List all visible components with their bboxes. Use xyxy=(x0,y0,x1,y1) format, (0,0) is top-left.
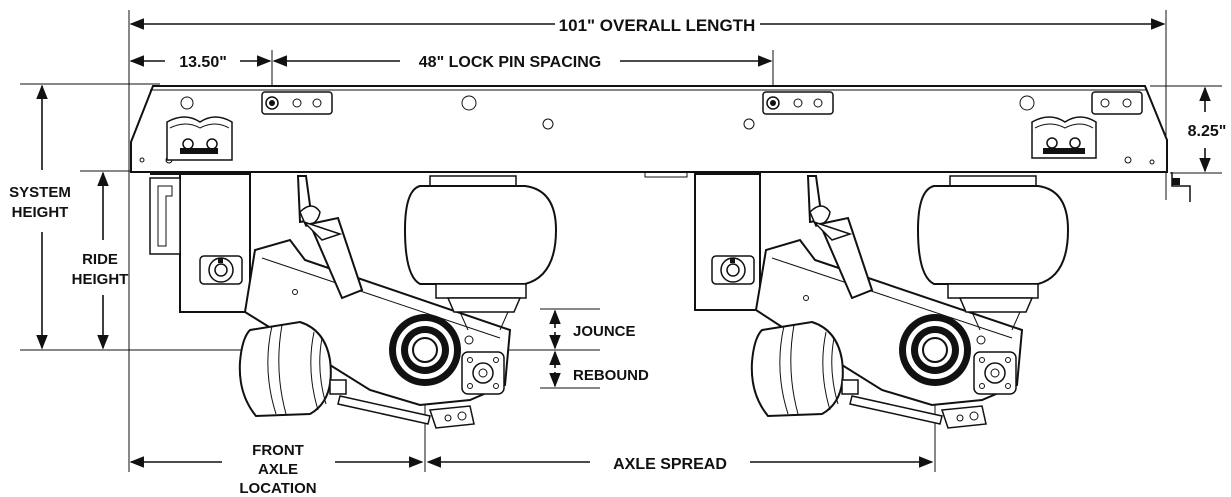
jounce-label: JOUNCE xyxy=(573,323,636,340)
air-spring-rear xyxy=(916,175,1070,331)
dim-overall-length: 101" OVERALL LENGTH xyxy=(129,16,1166,35)
lock-pin-spacing-label: 48" LOCK PIN SPACING xyxy=(419,54,601,71)
frame-end-plate-right xyxy=(1091,91,1143,115)
axle-hub-rear xyxy=(899,314,971,386)
overall-length-label: 101" OVERALL LENGTH xyxy=(559,16,756,35)
dim-rebound: REBOUND xyxy=(549,350,649,388)
lock-pin-plate-right xyxy=(762,91,834,115)
ride-height-label-1: RIDE xyxy=(82,251,118,268)
front-axle-label-2: AXLE xyxy=(258,461,298,478)
cross-member-left xyxy=(166,116,233,161)
axle-spread-label: AXLE SPREAD xyxy=(613,456,727,473)
dim-first-offset: 13.50" xyxy=(129,54,272,71)
rear-axle-assembly xyxy=(694,173,1070,429)
rebound-label: REBOUND xyxy=(573,367,649,384)
first-offset-label: 13.50" xyxy=(179,54,227,71)
dim-system-height: SYSTEM HEIGHT xyxy=(9,84,71,350)
dim-frame-height: 8.25" xyxy=(1188,86,1227,173)
brake-spider-rear xyxy=(973,351,1017,395)
front-axle-assembly xyxy=(149,173,558,429)
cross-member-right xyxy=(1031,116,1097,159)
system-height-label-1: SYSTEM xyxy=(9,184,71,201)
dim-front-axle-location: FRONT AXLE LOCATION xyxy=(129,442,424,497)
brake-chamber-rear xyxy=(750,320,859,418)
front-axle-label-3: LOCATION xyxy=(239,480,316,497)
dim-jounce: JOUNCE xyxy=(549,309,636,350)
slider-frame xyxy=(130,85,1191,202)
axle-hub-front xyxy=(389,314,461,386)
dim-ride-height: RIDE HEIGHT xyxy=(72,171,129,350)
brake-chamber-front xyxy=(238,320,347,418)
air-spring-front xyxy=(403,175,558,331)
frame-height-label: 8.25" xyxy=(1188,123,1227,140)
system-height-label-2: HEIGHT xyxy=(12,204,69,221)
brake-spider-front xyxy=(461,351,505,395)
lock-pin-plate-left xyxy=(261,91,333,115)
front-axle-label-1: FRONT xyxy=(252,442,304,459)
dim-axle-spread: AXLE SPREAD xyxy=(426,456,934,473)
dim-lock-pin-spacing: 48" LOCK PIN SPACING xyxy=(272,54,773,71)
ride-height-label-2: HEIGHT xyxy=(72,271,129,288)
